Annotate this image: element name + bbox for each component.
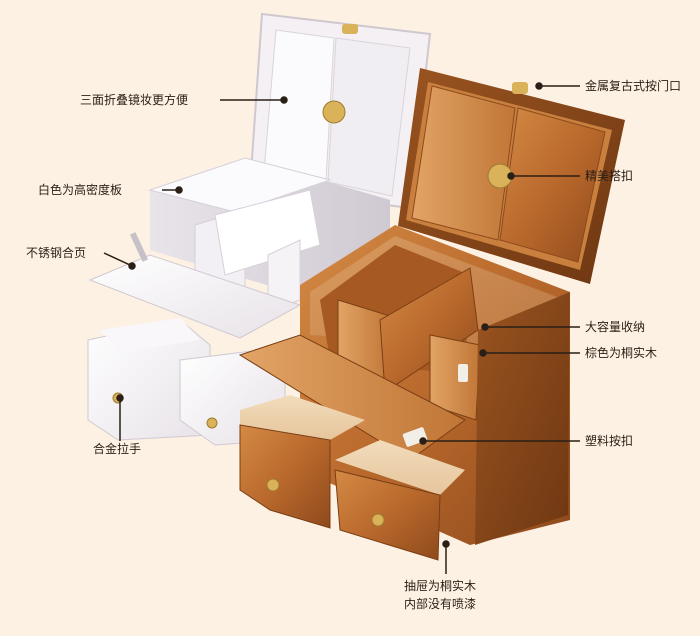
wood-drawer-handle-icon (266, 478, 280, 492)
hinge-icon (129, 232, 149, 262)
label-plastic-latch: 塑料按扣 (585, 434, 634, 448)
label-alloy-handle: 合金拉手 (93, 442, 142, 456)
plastic-latch-icon (458, 364, 468, 382)
label-capacity: 大容量收纳 (585, 320, 646, 334)
label-drawer-line2: 内部没有喷漆 (404, 597, 477, 611)
mirror-clasp-icon (322, 100, 346, 124)
label-white-board: 白色为高密度板 (38, 183, 123, 197)
label-brown-wood: 棕色为桐实木 (585, 346, 658, 360)
label-fine-buckle: 精美搭扣 (585, 169, 634, 183)
white-box-body (87, 157, 390, 446)
wood-box-body (238, 225, 570, 561)
label-mirror: 三面折叠镜妆更方便 (80, 93, 189, 107)
label-metal-clasp: 金属复古式按门口 (585, 79, 682, 93)
callout-lines (103, 82, 580, 574)
label-hinge: 不锈钢合页 (26, 246, 87, 260)
label-drawer-info: 抽屉为桐实木 内部没有喷漆 (404, 577, 476, 613)
label-drawer-line1: 抽屉为桐实木 (404, 579, 477, 593)
mirror-lid (248, 12, 432, 210)
